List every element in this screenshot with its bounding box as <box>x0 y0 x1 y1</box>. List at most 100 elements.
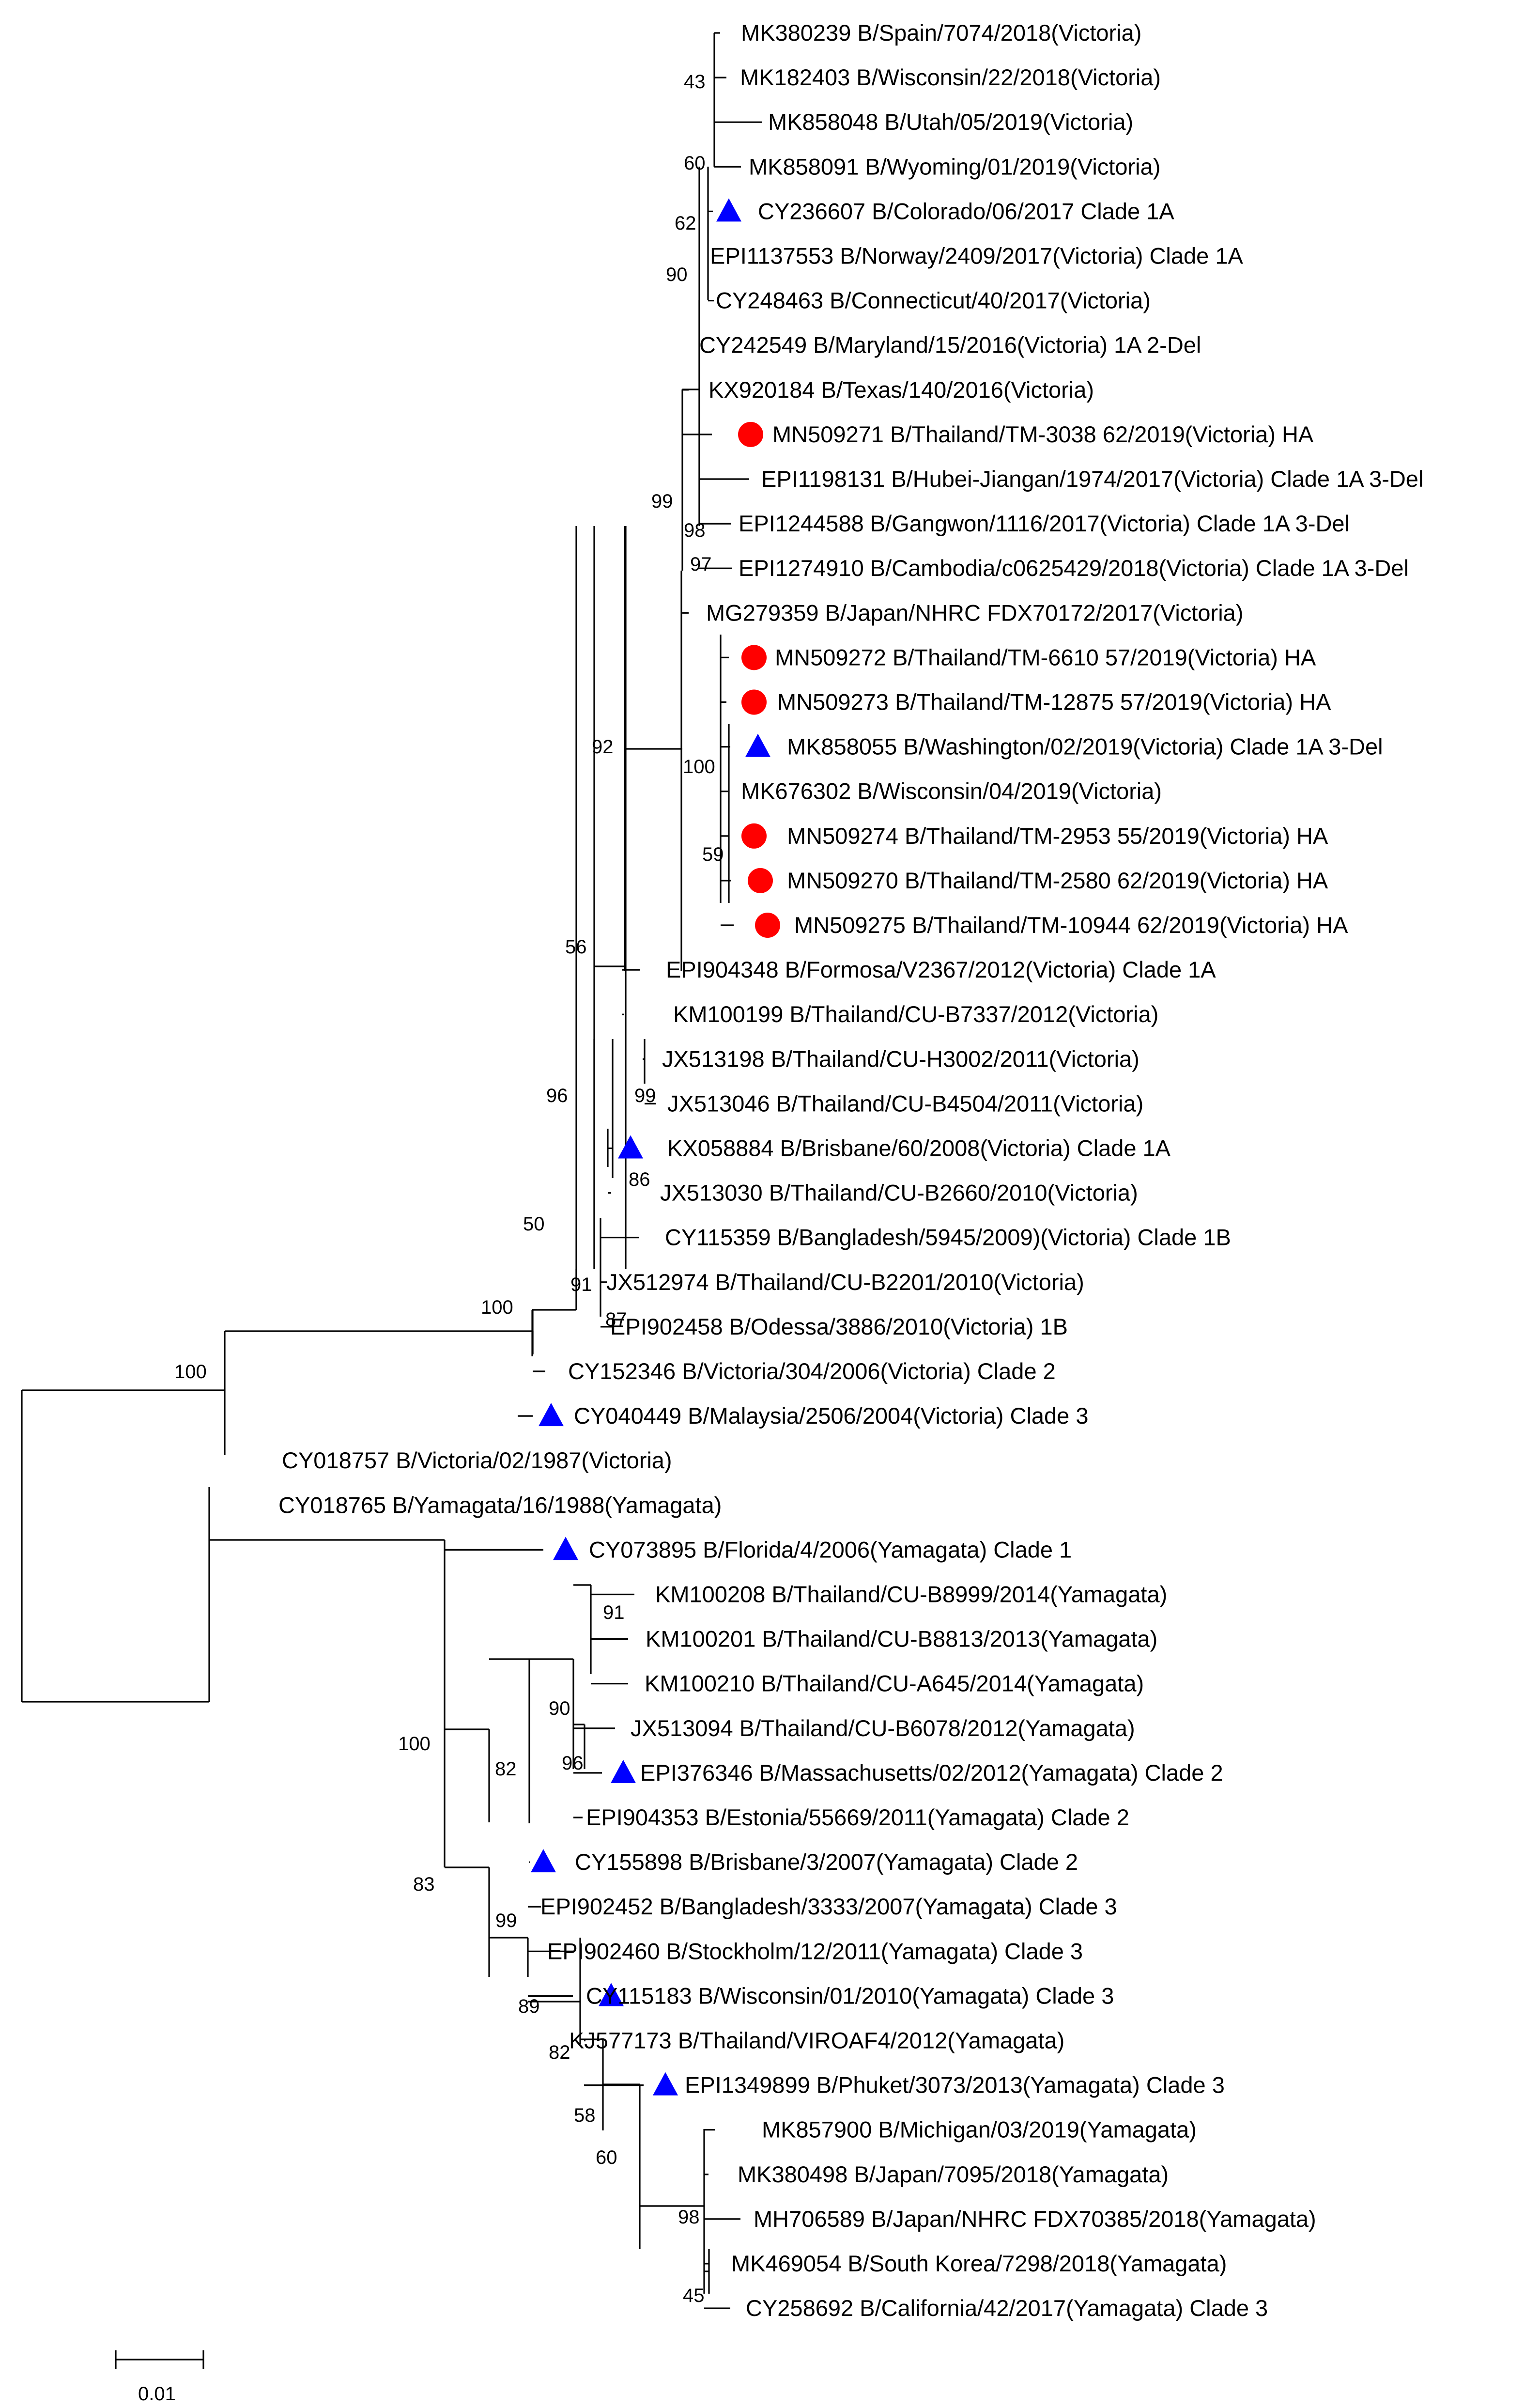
bootstrap-value: 100 <box>398 1733 431 1755</box>
bootstrap-value: 100 <box>174 1361 207 1383</box>
blue-triangle-marker <box>531 1849 556 1873</box>
bootstrap-value: 58 <box>574 2105 596 2126</box>
leaf-label: MN509272 B/Thailand/TM-6610 57/2019(Vict… <box>775 644 1316 670</box>
red-circle-marker <box>748 868 773 893</box>
leaf-label: MK858048 B/Utah/05/2019(Victoria) <box>768 109 1133 135</box>
scale-bar-label: 0.01 <box>138 2383 176 2405</box>
leaf-label: KX058884 B/Brisbane/60/2008(Victoria) Cl… <box>667 1135 1171 1161</box>
bootstrap-value: 87 <box>605 1309 627 1330</box>
bootstrap-value: 92 <box>592 736 614 758</box>
blue-triangle-marker <box>716 198 741 222</box>
red-circle-marker <box>741 823 767 849</box>
leaf-label: JX513198 B/Thailand/CU-H3002/2011(Victor… <box>662 1046 1140 1072</box>
red-circle-marker <box>738 421 763 447</box>
tree-markers <box>531 198 780 2096</box>
leaf-label: JX512974 B/Thailand/CU-B2201/2010(Victor… <box>606 1269 1084 1295</box>
leaf-label: MK380498 B/Japan/7095/2018(Yamagata) <box>738 2161 1169 2187</box>
leaf-label: CY152346 B/Victoria/304/2006(Victoria) C… <box>568 1358 1056 1384</box>
leaf-label: EPI1349899 B/Phuket/3073/2013(Yamagata) … <box>685 2072 1225 2098</box>
leaf-label: MK858055 B/Washington/02/2019(Victoria) … <box>787 734 1383 760</box>
bootstrap-value: 99 <box>651 491 673 512</box>
leaf-labels: MK380239 B/Spain/7074/2018(Victoria) MK18… <box>278 20 1423 2321</box>
bootstrap-value: 83 <box>413 1874 435 1895</box>
bootstrap-value: 91 <box>603 1602 625 1623</box>
bootstrap-value: 59 <box>702 844 724 865</box>
leaf-label: KM100208 B/Thailand/CU-B8999/2014(Yamaga… <box>655 1582 1167 1607</box>
leaf-label: EPI902452 B/Bangladesh/3333/2007(Yamagat… <box>540 1894 1117 1919</box>
blue-triangle-marker <box>553 1537 578 1560</box>
leaf-label: JX513030 B/Thailand/CU-B2660/2010(Victor… <box>660 1180 1138 1206</box>
bootstrap-value: 96 <box>546 1085 568 1106</box>
bootstrap-value: 100 <box>683 756 715 777</box>
red-circle-marker <box>755 913 780 938</box>
leaf-label: EPI1274910 B/Cambodia/c0625429/2018(Vict… <box>739 555 1409 581</box>
bootstrap-value: 60 <box>596 2147 617 2168</box>
blue-triangle-marker <box>539 1403 564 1427</box>
bootstrap-value: 90 <box>666 264 688 285</box>
leaf-label: CY073895 B/Florida/4/2006(Yamagata) Clad… <box>589 1537 1072 1562</box>
leaf-label: CY236607 B/Colorado/06/2017 Clade 1A <box>758 198 1174 224</box>
bootstrap-value: 99 <box>495 1910 517 1931</box>
bootstrap-value: 98 <box>678 2206 700 2228</box>
leaf-label: CY115183 B/Wisconsin/01/2010(Yamagata) C… <box>586 1983 1114 2008</box>
leaf-label: MN509273 B/Thailand/TM-12875 57/2019(Vic… <box>777 689 1331 715</box>
leaf-label: EPI376346 B/Massachusetts/02/2012(Yamaga… <box>640 1760 1223 1786</box>
leaf-label: MK182403 B/Wisconsin/22/2018(Victoria) <box>740 64 1161 90</box>
blue-triangle-marker <box>745 733 770 757</box>
leaf-label: EPI904348 B/Formosa/V2367/2012(Victoria)… <box>666 957 1216 982</box>
bootstrap-value: 100 <box>481 1297 513 1318</box>
blue-triangle-marker <box>653 2072 678 2096</box>
bootstrap-value: 60 <box>684 153 706 174</box>
bootstrap-value: 86 <box>629 1169 650 1190</box>
blue-triangle-marker <box>618 1135 643 1159</box>
leaf-label: EPI1198131 B/Hubei-Jiangan/1974/2017(Vic… <box>761 466 1423 492</box>
bootstrap-value: 50 <box>523 1213 545 1235</box>
leaf-label: JX513046 B/Thailand/CU-B4504/2011(Victor… <box>667 1090 1143 1116</box>
leaf-label: JX513094 B/Thailand/CU-B6078/2012(Yamaga… <box>631 1715 1135 1741</box>
red-circle-marker <box>741 645 767 670</box>
leaf-label: MK676302 B/Wisconsin/04/2019(Victoria) <box>741 778 1162 804</box>
scale-bar: 0.01 <box>115 2350 204 2405</box>
leaf-label: CY248463 B/Connecticut/40/2017(Victoria) <box>716 288 1151 313</box>
leaf-label: EPI902458 B/Odessa/3886/2010(Victoria) 1… <box>610 1314 1068 1339</box>
bootstrap-value: 96 <box>562 1753 584 1774</box>
leaf-label: KM100210 B/Thailand/CU-A645/2014(Yamagat… <box>645 1671 1144 1696</box>
leaf-label: CY242549 B/Maryland/15/2016(Victoria) 1A… <box>699 332 1201 358</box>
leaf-label: EPI904353 B/Estonia/55669/2011(Yamagata)… <box>586 1804 1129 1830</box>
leaf-label: MN509271 B/Thailand/TM-3038 62/2019(Vict… <box>772 421 1314 447</box>
leaf-label: MN509270 B/Thailand/TM-2580 62/2019(Vict… <box>787 868 1328 893</box>
leaf-label: MK858091 B/Wyoming/01/2019(Victoria) <box>749 154 1160 179</box>
bootstrap-labels: 4360629099989710059925699869691875010010… <box>174 71 724 2306</box>
leaf-label: MH706589 B/Japan/NHRC FDX70385/2018(Yama… <box>754 2206 1316 2232</box>
leaf-label: EPI902460 B/Stockholm/12/2011(Yamagata) … <box>547 1938 1083 1964</box>
red-circle-marker <box>741 689 767 715</box>
leaf-label: CY040449 B/Malaysia/2506/2004(Victoria) … <box>574 1403 1089 1429</box>
leaf-label: KJ577173 B/Thailand/VIROAF4/2012(Yamagat… <box>569 2028 1064 2053</box>
bootstrap-value: 90 <box>549 1698 570 1719</box>
leaf-label: KX920184 B/Texas/140/2016(Victoria) <box>708 377 1094 403</box>
bootstrap-value: 89 <box>518 1996 540 2017</box>
leaf-label: CY258692 B/California/42/2017(Yamagata) … <box>746 2295 1268 2321</box>
leaf-label: MN509274 B/Thailand/TM-2953 55/2019(Vict… <box>787 823 1328 849</box>
bootstrap-value: 98 <box>684 520 706 541</box>
bootstrap-value: 91 <box>570 1274 592 1295</box>
leaf-label: KM100199 B/Thailand/CU-B7337/2012(Victor… <box>673 1001 1158 1027</box>
blue-triangle-marker <box>599 1983 624 2006</box>
bootstrap-value: 43 <box>684 71 706 93</box>
tree-branches <box>21 32 762 2309</box>
leaf-label: CY115359 B/Bangladesh/5945/2009)(Victori… <box>665 1225 1231 1250</box>
leaf-label: MK857900 B/Michigan/03/2019(Yamagata) <box>762 2117 1197 2143</box>
bootstrap-value: 99 <box>634 1085 656 1106</box>
blue-triangle-marker <box>611 1759 636 1783</box>
leaf-label: EPI1244588 B/Gangwon/1116/2017(Victoria)… <box>739 511 1350 536</box>
leaf-label: CY018765 B/Yamagata/16/1988(Yamagata) <box>278 1492 722 1518</box>
leaf-label: CY018757 B/Victoria/02/1987(Victoria) <box>282 1447 672 1473</box>
leaf-label: MK469054 B/South Korea/7298/2018(Yamagat… <box>731 2251 1227 2276</box>
leaf-label: MK380239 B/Spain/7074/2018(Victoria) <box>741 20 1141 46</box>
bootstrap-value: 82 <box>495 1758 517 1780</box>
leaf-label: MG279359 B/Japan/NHRC FDX70172/2017(Vict… <box>706 600 1243 625</box>
bootstrap-value: 62 <box>675 213 696 234</box>
leaf-label: MN509275 B/Thailand/TM-10944 62/2019(Vic… <box>794 912 1348 938</box>
leaf-label: EPI1137553 B/Norway/2409/2017(Victoria) … <box>710 243 1243 269</box>
